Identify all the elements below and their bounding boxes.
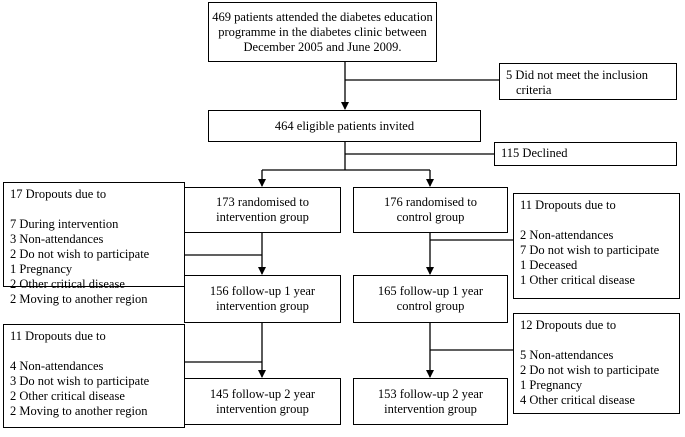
dropouts-ctl-1-item: 1 Other critical disease: [520, 273, 635, 287]
dropouts-int-1-item: 2 Do not wish to participate: [10, 247, 150, 261]
control-line-1: 176 randomised to: [383, 195, 478, 209]
control-line-2: control group: [396, 210, 465, 224]
dropouts-ctl-2-item: 1 Pregnancy: [520, 378, 583, 392]
intervention-line-2: intervention group: [216, 210, 309, 224]
dropouts-ctl-2-item: 4 Other critical disease: [520, 393, 635, 407]
fu2-ctl-line-1: 153 follow-up 2 year: [377, 386, 484, 401]
intervention-box: 173 randomised to intervention group: [184, 187, 341, 233]
dropouts-ctl-2-item: 5 Non-attendances: [520, 348, 614, 362]
fu1-int-line-2: intervention group: [216, 299, 309, 313]
dropouts-ctl-1-heading: 11 Dropouts due to: [520, 198, 616, 212]
control-box: 176 randomised to control group: [353, 187, 508, 233]
dropouts-int-2-heading: 11 Dropouts due to: [10, 329, 106, 343]
dropouts-ctl-2-heading: 12 Dropouts due to: [520, 318, 617, 332]
dropouts-int-1-item: 2 Other critical disease: [10, 277, 125, 291]
dropouts-int-1-item: 1 Pregnancy: [10, 262, 73, 276]
followup-2-intervention-box: 145 follow-up 2 year intervention group: [184, 378, 341, 425]
start-line-2: programme in the diabetes clinic between: [218, 24, 427, 39]
followup-2-control-box: 153 follow-up 2 year intervention group: [353, 378, 508, 425]
dropouts-control-2-box: 12 Dropouts due to 5 Non-attendances 2 D…: [513, 313, 680, 414]
dropouts-int-1-item: 7 During intervention: [10, 217, 119, 231]
declined-line: 115 Declined: [501, 146, 568, 160]
fu2-ctl-line-2: intervention group: [384, 401, 477, 416]
dropouts-int-1-heading: 17 Dropouts due to: [10, 187, 107, 201]
dropouts-intervention-2-box: 11 Dropouts due to 4 Non-attendances 3 D…: [3, 324, 185, 428]
eligible-box: 464 eligible patients invited: [208, 110, 481, 142]
intervention-line-1: 173 randomised to: [215, 195, 310, 209]
dropouts-int-2-item: 2 Moving to another region: [10, 404, 148, 418]
dropouts-ctl-1-item: 7 Do not wish to participate: [520, 243, 660, 257]
dropouts-int-2-item: 4 Non-attendances: [10, 359, 104, 373]
followup-1-intervention-box: 156 follow-up 1 year intervention group: [184, 275, 341, 323]
dropouts-int-2-item: 2 Other critical disease: [10, 389, 125, 403]
dropouts-int-1-item: 2 Moving to another region: [10, 292, 148, 306]
dropouts-control-1-box: 11 Dropouts due to 2 Non-attendances 7 D…: [513, 193, 680, 299]
declined-box: 115 Declined: [494, 142, 677, 166]
fu2-int-line-2: intervention group: [216, 401, 309, 416]
excluded-line-1: 5 Did not meet the inclusion: [506, 68, 648, 82]
dropouts-intervention-1-box: 17 Dropouts due to 7 During intervention…: [3, 182, 185, 306]
start-line-1: 469 patients attended the diabetes educa…: [212, 9, 433, 24]
fu2-int-line-1: 145 follow-up 2 year: [209, 386, 316, 401]
dropouts-int-2-item: 3 Do not wish to participate: [10, 374, 150, 388]
dropouts-int-1-item: 3 Non-attendances: [10, 232, 104, 246]
fu1-ctl-line-1: 165 follow-up 1 year: [377, 284, 484, 298]
eligible-line: 464 eligible patients invited: [274, 118, 415, 133]
dropouts-ctl-1-item: 1 Deceased: [520, 258, 578, 272]
excluded-box: 5 Did not meet the inclusion criteria: [499, 63, 677, 100]
fu1-ctl-line-2: control group: [396, 299, 465, 313]
dropouts-ctl-1-item: 2 Non-attendances: [520, 228, 614, 242]
dropouts-ctl-2-item: 2 Do not wish to participate: [520, 363, 660, 377]
start-line-3: December 2005 and June 2009.: [243, 39, 402, 54]
followup-1-control-box: 165 follow-up 1 year control group: [353, 275, 508, 323]
fu1-int-line-1: 156 follow-up 1 year: [209, 284, 316, 298]
start-box: 469 patients attended the diabetes educa…: [208, 2, 437, 62]
excluded-line-2: criteria: [516, 83, 552, 97]
